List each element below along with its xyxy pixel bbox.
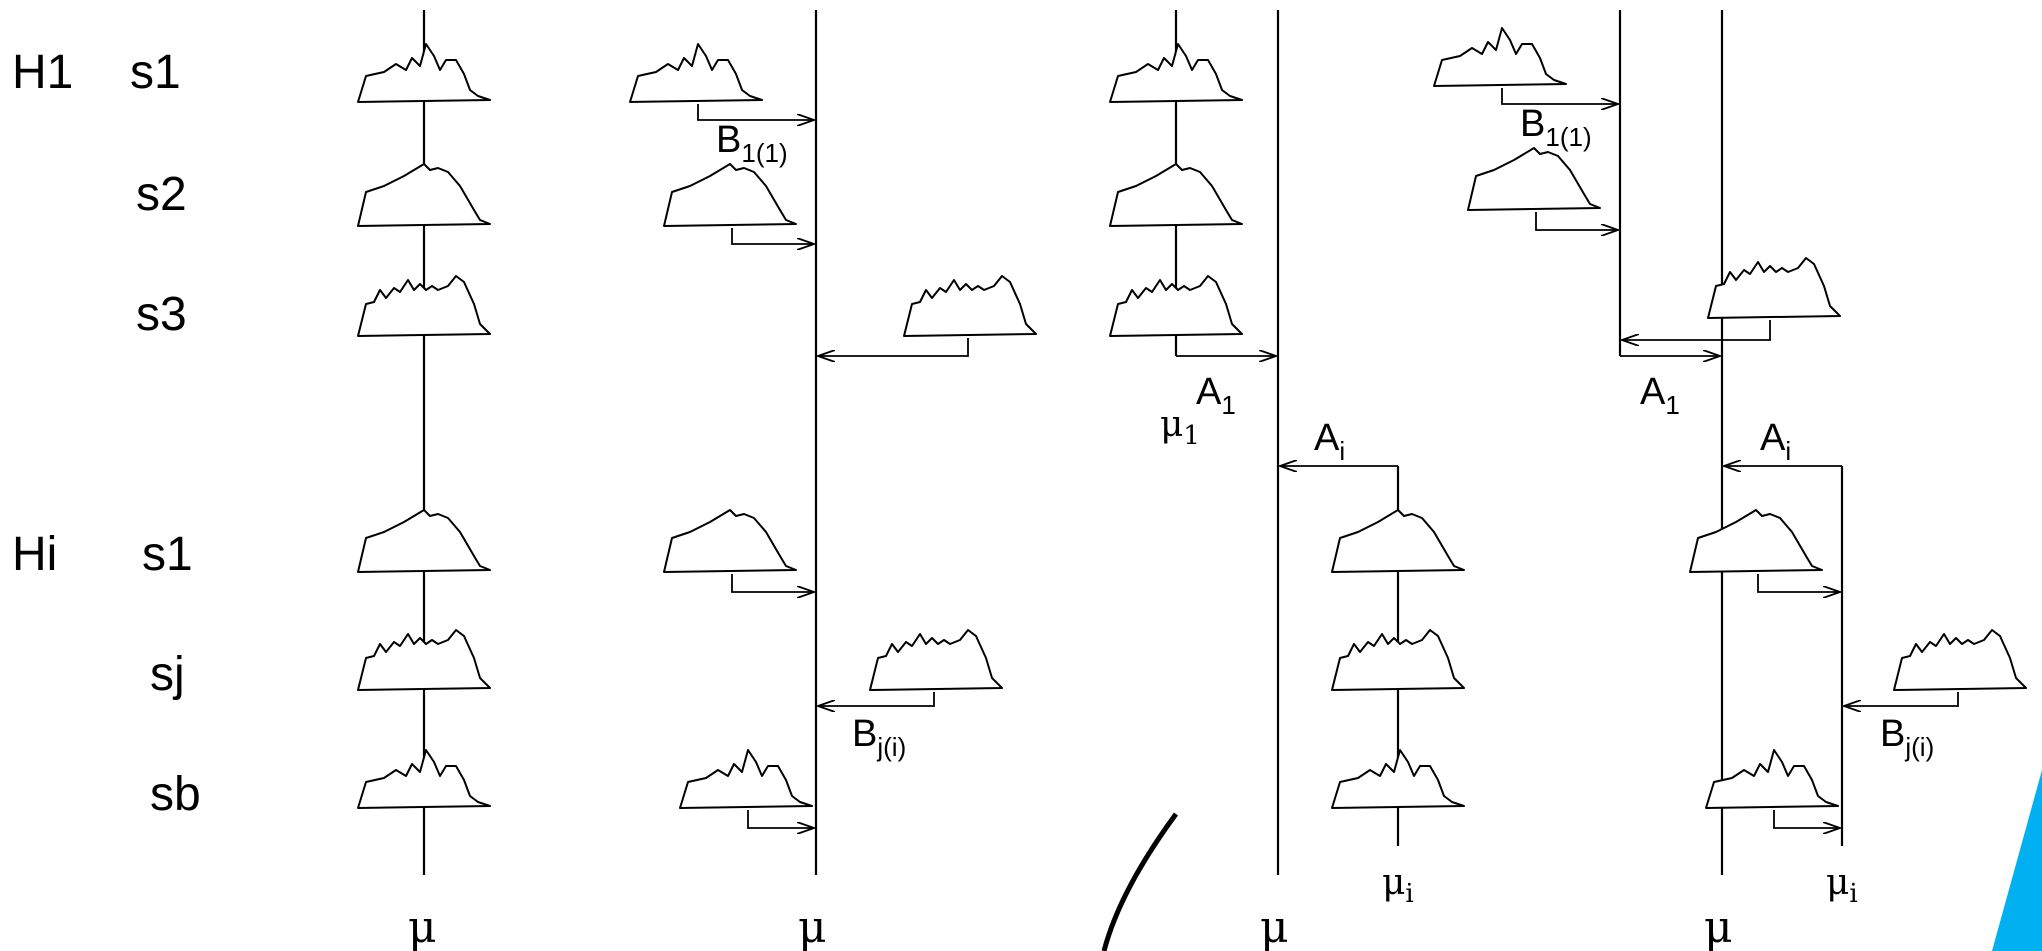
distribution-h1-s2 (1467, 147, 1601, 211)
arrow-b31 (818, 338, 969, 356)
label-ai: Ai (1314, 417, 1345, 466)
arrow-b21 (731, 228, 814, 244)
label-mui: μi (1382, 862, 1414, 909)
distribution-hi-s1 (1331, 509, 1465, 573)
row-label-s1-top: s1 (130, 46, 181, 99)
panel-2: B1(1) Bj(i) μ (629, 10, 1037, 951)
distribution-h1-s2 (357, 163, 491, 227)
panel-1: μ (357, 10, 491, 951)
panel-2-mu-label: μ (798, 902, 827, 951)
row-label-s1-bottom: s1 (142, 528, 193, 581)
distribution-h1-s2 (663, 163, 797, 227)
distribution-hi-sb (1331, 749, 1465, 809)
row-label-sb: sb (150, 768, 201, 821)
distribution-hi-sb (357, 749, 491, 809)
arrow-b1i (1757, 574, 1840, 592)
distribution-h1-s1 (629, 43, 763, 103)
arrow-b11 (1501, 88, 1618, 104)
slash-separator (1101, 812, 1179, 951)
arrow-b21 (1535, 212, 1618, 230)
arrow-bji (818, 692, 935, 706)
row-label-sj: sj (150, 648, 185, 701)
row-label-h1: H1 (12, 46, 73, 99)
arrow-bbi (747, 810, 814, 828)
panel-3-mu-label: μ (1260, 902, 1289, 951)
distribution-h1-s3 (903, 275, 1037, 337)
label-a1: A1 (1196, 371, 1236, 420)
arrow-bbi (1773, 810, 1840, 828)
distribution-h1-s1 (1109, 43, 1243, 103)
arrow-b11 (697, 104, 814, 120)
label-mui: μi (1826, 862, 1858, 909)
arrow-b1i (731, 574, 814, 592)
label-bji: Bj(i) (1880, 713, 1934, 762)
distribution-hi-sj (869, 629, 1003, 691)
distribution-h1-s3 (1707, 257, 1841, 319)
panel-1-mu-label: μ (408, 902, 437, 951)
distribution-h1-s2 (1109, 163, 1243, 227)
distribution-hi-sb (1705, 749, 1839, 809)
row-label-s3: s3 (136, 288, 187, 341)
distribution-hi-s1 (663, 509, 797, 573)
panel-4: B1(1) A1 Ai Bj(i) μi μ (1433, 10, 2027, 951)
row-label-s2: s2 (136, 168, 187, 221)
panel-4-mu-label: μ (1704, 902, 1733, 951)
label-ai: Ai (1760, 417, 1791, 466)
label-mu1: μ1 (1160, 404, 1200, 451)
distribution-h1-s1 (1433, 27, 1567, 87)
arrow-bji (1844, 692, 1959, 706)
label-b11: B1(1) (1520, 103, 1592, 152)
label-b11: B1(1) (716, 119, 788, 168)
arrow-b31 (1622, 320, 1771, 340)
distribution-hi-sj (1893, 629, 2027, 691)
row-label-hi: Hi (12, 528, 57, 581)
distribution-hi-s1 (357, 509, 491, 573)
row-labels: H1 s1 s2 s3 Hi s1 sj sb (12, 46, 201, 821)
label-a1: A1 (1640, 371, 1680, 420)
distribution-hi-sb (679, 749, 813, 809)
label-bji: Bj(i) (852, 713, 906, 762)
panel-3: A1 μ1 Ai μi μ (1109, 10, 1465, 951)
distribution-hi-s1 (1689, 509, 1823, 573)
accent-triangle-decoration (1992, 770, 2042, 951)
distribution-h1-s1 (357, 43, 491, 103)
